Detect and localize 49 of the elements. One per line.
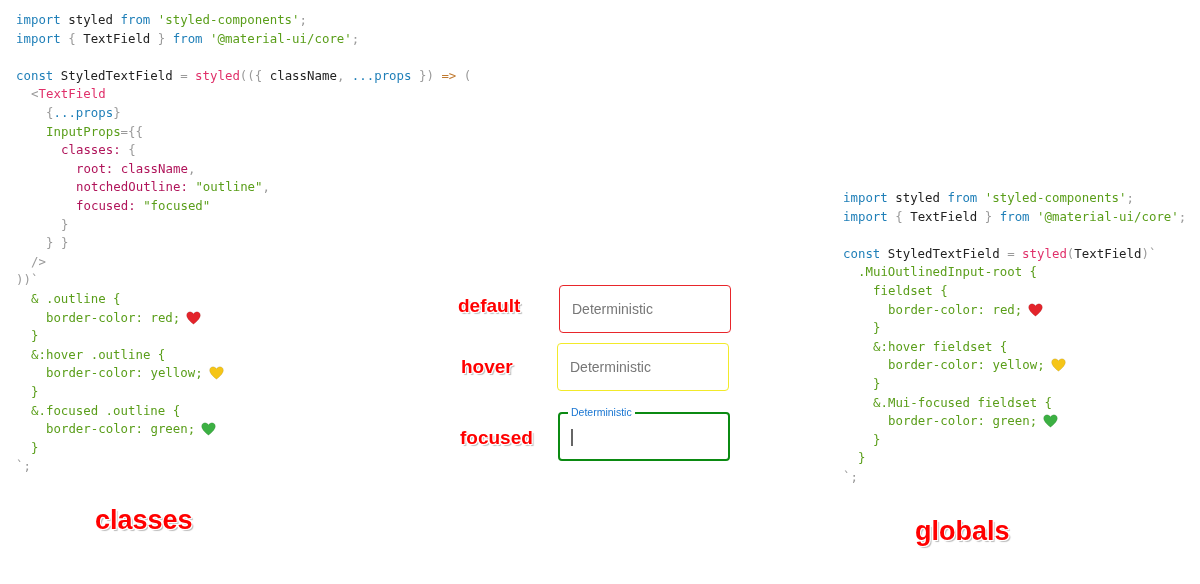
code-line: } — [31, 383, 39, 401]
code-line: import { TextField } from '@material-ui/core'; — [16, 29, 360, 48]
state-label: focused — [460, 428, 533, 449]
code-line: /> — [31, 252, 46, 271]
code-line: `; — [843, 468, 858, 486]
code-line: border-color: red; — [888, 300, 1023, 319]
code-line: } — [858, 449, 866, 468]
floating-label: Deterministic — [568, 406, 635, 419]
state-label: hover — [461, 357, 513, 378]
code-line: } — [31, 327, 39, 346]
code-line: import styled from 'styled-components'; — [16, 11, 307, 29]
text-field — [557, 343, 729, 391]
code-line: } — [873, 375, 881, 393]
code-line: } — [61, 215, 69, 234]
code-line: border-color: red; — [46, 308, 181, 327]
code-line: root: className, — [76, 159, 196, 178]
code-line: import { TextField } from '@material-ui/core'; — [843, 207, 1187, 226]
code-line: } — [873, 319, 881, 338]
code-line: const StyledTextField = styled(({ className, ...props }) => ( — [16, 66, 472, 85]
code-line: .MuiOutlinedInput-root { — [858, 263, 1038, 282]
placeholder-text: Deterministic — [570, 359, 651, 375]
code-line: ))` — [16, 271, 39, 290]
code-line: &.Mui-focused fieldset { — [873, 393, 1053, 412]
code-line: `; — [16, 457, 31, 476]
code-line: border-color: yellow; — [888, 356, 1045, 375]
state-label: default — [458, 296, 521, 317]
code-line: InputProps={{ — [46, 122, 143, 141]
code-line: border-color: green; — [46, 420, 196, 439]
code-line: const StyledTextField = styled(TextField)` — [843, 244, 1157, 263]
code-line: fieldset { — [873, 282, 948, 300]
code-line: import styled from 'styled-components'; — [843, 189, 1134, 207]
placeholder-text: Deterministic — [572, 301, 653, 317]
code-line: &.focused .outline { — [31, 401, 181, 420]
code-line: notchedOutline: "outline", — [76, 178, 270, 197]
code-line: {...props} — [46, 104, 121, 122]
code-line: } } — [46, 234, 69, 253]
section-title: globals — [915, 517, 1010, 547]
code-line: <TextField — [31, 85, 106, 104]
code-line: focused: "focused" — [76, 197, 211, 215]
code-line: } — [873, 430, 881, 449]
code-line: classes: { — [61, 141, 136, 160]
code-line: border-color: yellow; — [46, 364, 203, 383]
code-line: border-color: green; — [888, 412, 1038, 431]
code-line: & .outline { — [31, 290, 121, 308]
section-title: classes — [95, 506, 193, 536]
code-line: &:hover .outline { — [31, 345, 166, 364]
code-line: } — [31, 438, 39, 457]
code-line: &:hover fieldset { — [873, 337, 1008, 356]
text-field — [559, 285, 731, 333]
